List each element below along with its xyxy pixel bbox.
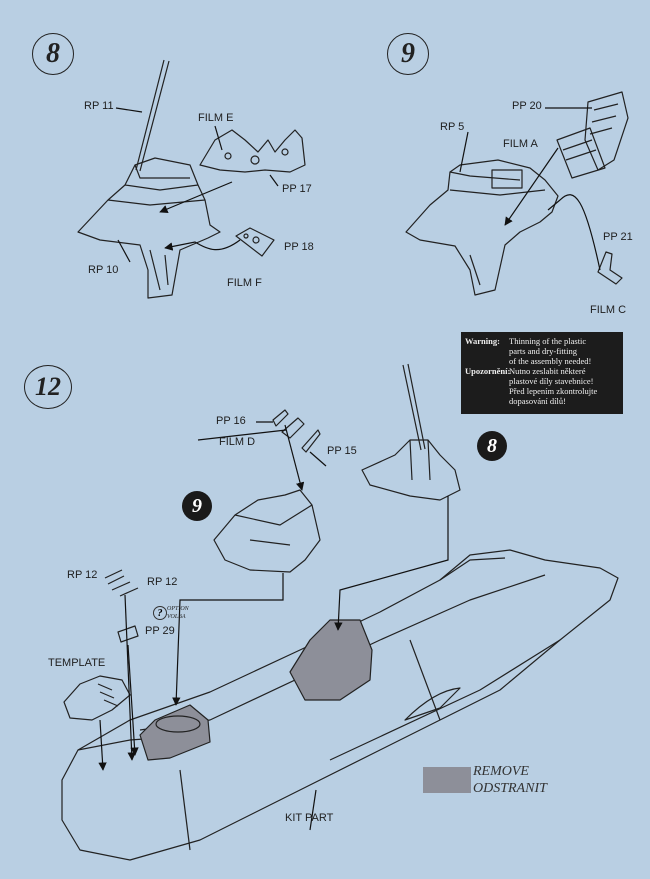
label-rp10: RP 10 — [88, 264, 119, 276]
legend-remove-text: REMOVE — [473, 764, 529, 779]
option-text-cz: VOLBA — [167, 614, 186, 620]
rear-cockpit-tub-assembly — [361, 439, 461, 501]
pp15-part — [301, 429, 321, 453]
subassembly-8-badge: 8 — [477, 431, 507, 461]
film-a-panel — [556, 127, 606, 179]
label-film-d: FILM D — [219, 436, 256, 448]
label-film-c: FILM C — [590, 304, 627, 316]
label-template: TEMPLATE — [48, 657, 106, 669]
label-pp17: PP 17 — [282, 183, 312, 195]
label-pp16: PP 16 — [216, 415, 246, 427]
warning-line: Nutno zeslabit některé — [509, 366, 586, 376]
rear-cockpit-area — [289, 619, 373, 701]
fuselage — [61, 549, 619, 861]
label-pp20: PP 20 — [512, 100, 542, 112]
label-rp12-a: RP 12 — [67, 569, 98, 581]
pp16-part — [272, 409, 289, 427]
rp11-stick — [135, 59, 170, 172]
warning-box: Warning: Thinning of the plastic parts an… — [461, 332, 623, 414]
label-pp18: PP 18 — [284, 241, 314, 253]
option-marker: ? — [153, 606, 167, 620]
label-pp15: PP 15 — [327, 445, 357, 457]
pp21-part — [597, 251, 623, 285]
warning-line: of the assembly needed! — [509, 356, 592, 366]
warning-label-cz: Upozornění: — [465, 366, 511, 376]
step-12-number: 12 — [24, 365, 72, 409]
label-kit-part: KIT PART — [285, 812, 334, 824]
option-text-en: OPTION — [167, 606, 189, 612]
warning-line: Před lepením zkontrolujte — [509, 386, 598, 396]
template-part — [63, 675, 131, 721]
step8-cockpit-tub — [77, 157, 221, 299]
label-pp29: PP 29 — [145, 625, 175, 637]
label-film-e: FILM E — [198, 112, 234, 124]
warning-line: Thinning of the plastic — [509, 336, 587, 346]
label-rp11: RP 11 — [84, 100, 114, 112]
step-8-number: 8 — [32, 33, 74, 75]
remove-legend-swatch — [423, 767, 471, 793]
warning-line: dopasování dílů! — [509, 396, 566, 406]
label-rp5: RP 5 — [440, 121, 465, 133]
label-film-f: FILM F — [227, 277, 262, 289]
label-pp21: PP 21 — [603, 231, 633, 243]
warning-label-en: Warning: — [465, 336, 500, 346]
warning-line: parts and dry-fitting — [509, 346, 577, 356]
warning-line: plastové díly stavebnice! — [509, 376, 594, 386]
legend-odstranit-text: ODSTRANIT — [473, 781, 547, 796]
step-9-number: 9 — [387, 33, 429, 75]
rp11-stick-12 — [402, 363, 426, 451]
front-cockpit-tub-assembly — [213, 489, 321, 573]
film-f-panel — [235, 227, 275, 257]
rp12-parts — [104, 569, 139, 597]
step9-cockpit-tub — [405, 159, 559, 296]
subassembly-9-badge: 9 — [182, 491, 212, 521]
front-cockpit-area — [139, 704, 211, 761]
film-e-panel — [199, 129, 306, 173]
pp20-panel — [584, 91, 629, 171]
pp29-part — [117, 625, 139, 643]
label-rp12-b: RP 12 — [147, 576, 178, 588]
label-film-a: FILM A — [503, 138, 538, 150]
